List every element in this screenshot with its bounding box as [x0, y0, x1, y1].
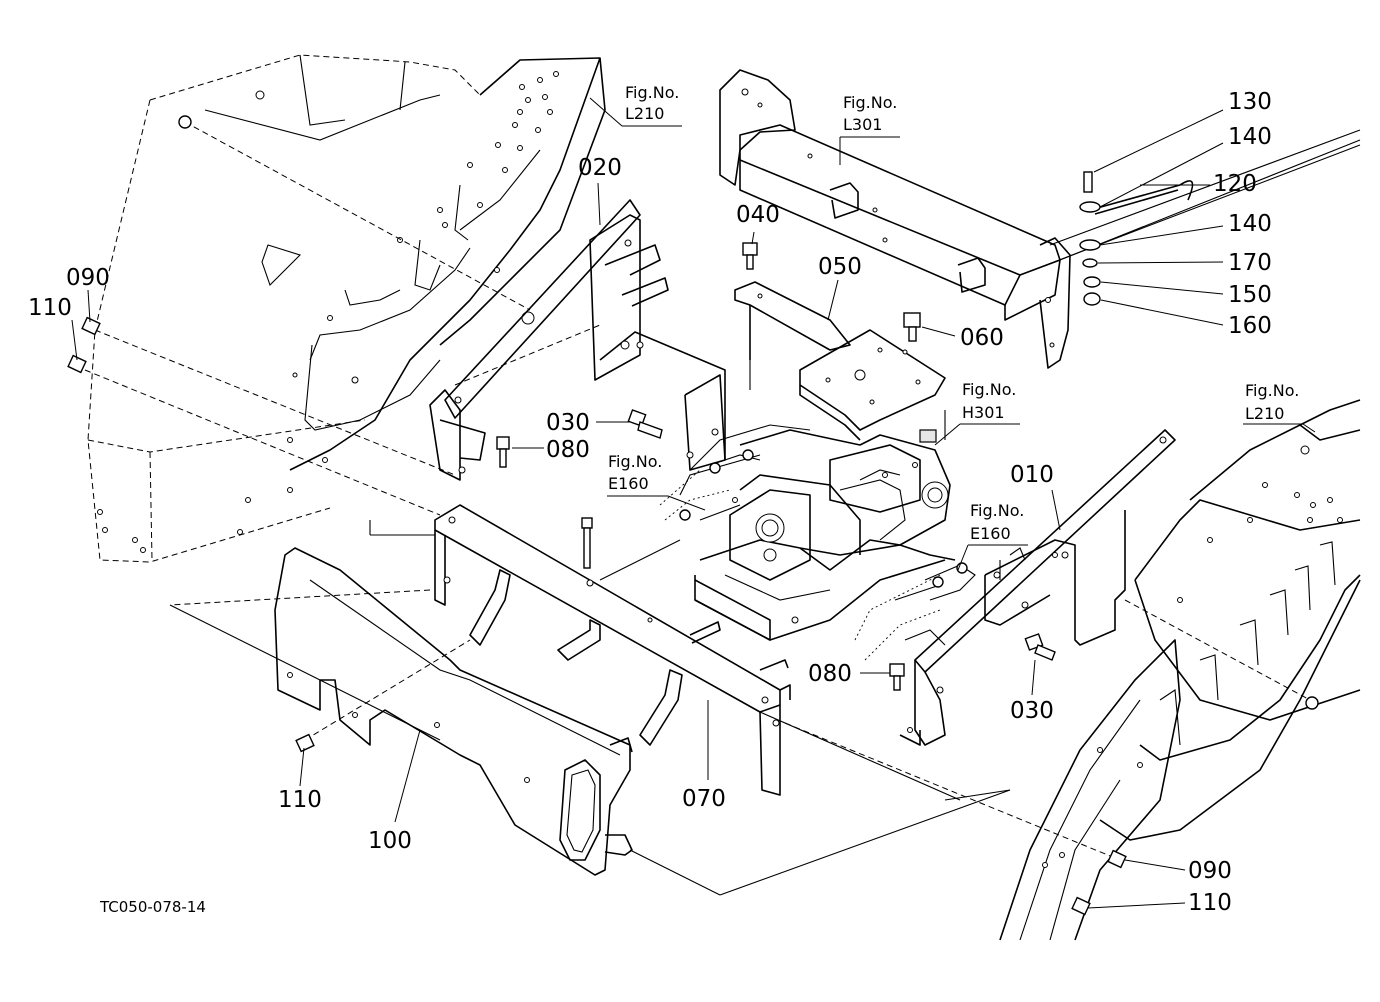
left-fender: [87, 54, 606, 563]
fig-ref-prefix: Fig.No.: [843, 93, 897, 112]
callout-020: 020: [578, 155, 622, 181]
bolt-030-left: [627, 409, 663, 439]
bolt-090-left: [81, 316, 101, 336]
fig-ref-l210-right: Fig.No. L210: [1245, 381, 1299, 423]
washer-140-top: [1079, 201, 1101, 213]
bolt-080-right: [889, 663, 905, 691]
fig-ref-number: L210: [625, 104, 664, 123]
fig-ref-l210-top: Fig.No. L210: [625, 83, 679, 123]
callout-090-right: 090: [1188, 858, 1232, 884]
callout-080-right: 080: [808, 661, 852, 687]
part-callouts: 010 020 030 030 040 050 060 070 080 080 …: [28, 89, 1272, 916]
callout-120: 120: [1213, 171, 1257, 197]
fig-ref-number: L210: [1245, 404, 1284, 423]
brake-right: [854, 547, 1026, 661]
bolt-060: [903, 312, 921, 342]
stud-bolt: [581, 517, 593, 569]
callout-170: 170: [1228, 250, 1272, 276]
bolt-110-left: [67, 354, 87, 374]
nut-150: [1083, 276, 1101, 288]
stud-130: [1083, 171, 1093, 193]
fig-ref-prefix: Fig.No.: [625, 83, 679, 102]
callout-150: 150: [1228, 282, 1272, 308]
callout-060: 060: [960, 325, 1004, 351]
fig-ref-prefix: Fig.No.: [962, 380, 1016, 399]
callout-030-left: 030: [546, 410, 590, 436]
transmission-housing: [694, 429, 956, 641]
hardware: [67, 115, 1319, 916]
bolt-090-right: [1107, 849, 1127, 869]
right-fender-holes: [1042, 482, 1343, 868]
cross-bracket-070: [434, 504, 791, 796]
main-frame: [719, 69, 1361, 369]
fig-ref-number: E160: [608, 474, 649, 493]
callout-050: 050: [818, 254, 862, 280]
callout-140-bottom: 140: [1228, 211, 1272, 237]
bracket-020: [429, 199, 726, 481]
callout-140-top: 140: [1228, 124, 1272, 150]
brake-left: [659, 424, 811, 521]
bolt-040: [742, 242, 758, 270]
fig-ref-h301: Fig.No. H301: [962, 380, 1016, 422]
callout-040: 040: [736, 202, 780, 228]
right-fender: [999, 399, 1361, 941]
callout-070: 070: [682, 786, 726, 812]
bracket-010: [899, 429, 1176, 746]
callout-130: 130: [1228, 89, 1272, 115]
fig-ref-prefix: Fig.No.: [1245, 381, 1299, 400]
figure-code: TC050-078-14: [99, 898, 206, 916]
assembly-lines: [84, 121, 1361, 896]
callout-110-left: 110: [28, 295, 72, 321]
callout-100: 100: [368, 828, 412, 854]
lockwasher-170: [1082, 258, 1098, 268]
callout-010: 010: [1010, 462, 1054, 488]
callout-080-left: 080: [546, 437, 590, 463]
callout-110-bottom: 110: [278, 787, 322, 813]
plate-050: [734, 281, 946, 441]
fender-hole-pattern: [97, 71, 559, 553]
leader-lines: [71, 97, 1316, 909]
fig-ref-number: L301: [843, 115, 882, 134]
fig-ref-l301: Fig.No. L301: [843, 93, 897, 134]
washer-140-bottom: [1079, 239, 1101, 251]
fig-ref-e160-right: Fig.No. E160: [970, 501, 1024, 543]
bolt-080-left: [496, 436, 510, 468]
callout-160: 160: [1228, 313, 1272, 339]
bolt-110-right: [1071, 896, 1091, 916]
fig-ref-e160-left: Fig.No. E160: [608, 452, 662, 493]
bolt-030-right: [1024, 633, 1056, 661]
fig-ref-number: E160: [970, 524, 1011, 543]
fig-ref-prefix: Fig.No.: [970, 501, 1024, 520]
bolt-110-bottom: [295, 733, 315, 753]
callout-030-right: 030: [1010, 698, 1054, 724]
fig-ref-prefix: Fig.No.: [608, 452, 662, 471]
callout-110-right: 110: [1188, 890, 1232, 916]
fig-ref-number: H301: [962, 403, 1005, 422]
nut-160: [1083, 292, 1101, 306]
cover-100: [274, 547, 633, 876]
callout-090-left: 090: [66, 265, 110, 291]
